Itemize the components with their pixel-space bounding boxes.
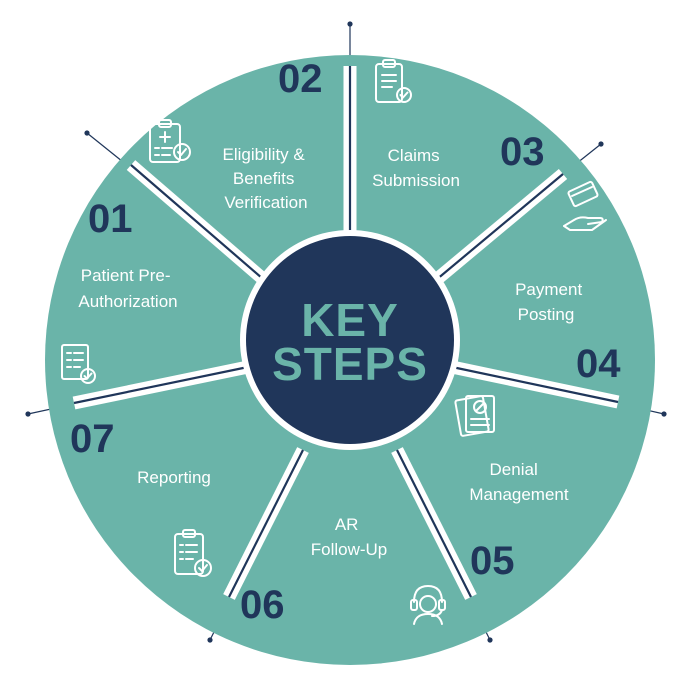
step-label-03-line: Claims xyxy=(388,146,440,165)
denied-documents-icon xyxy=(454,395,495,437)
step-label-02-line: Eligibility & xyxy=(223,145,306,164)
step-number-06: 06 xyxy=(240,583,285,627)
step-label-05: Denial Management xyxy=(469,460,569,504)
connector-dots xyxy=(25,21,667,643)
step-label-07: Reporting xyxy=(137,468,211,487)
hand-card-icon xyxy=(563,180,607,231)
step-label-03-line: Submission xyxy=(372,171,460,190)
step-label-04: Payment Posting xyxy=(515,280,587,324)
report-clipboard-icon xyxy=(174,529,212,577)
step-label-02-line: Verification xyxy=(224,193,307,212)
step-label-01: Patient Pre- Authorization xyxy=(78,266,177,311)
dot-lower-right xyxy=(487,637,493,643)
medical-clipboard-icon xyxy=(149,119,191,163)
dot-lower-left xyxy=(207,637,213,643)
center-title-line1: KEY xyxy=(301,294,399,346)
clipboard-check-icon xyxy=(375,59,412,103)
dot-top xyxy=(347,21,353,27)
center-circle xyxy=(246,236,454,444)
center-title-line2: STEPS xyxy=(272,338,428,390)
dot-left xyxy=(25,411,31,417)
step-number-01: 01 xyxy=(88,197,133,241)
step-label-05-line: Denial xyxy=(490,460,538,479)
headset-agent-icon xyxy=(410,585,446,625)
dot-upper-right xyxy=(598,141,604,147)
step-label-01-line: Authorization xyxy=(78,292,177,311)
step-number-05: 05 xyxy=(470,539,515,583)
step-label-06: AR Follow-Up xyxy=(311,515,388,559)
step-number-03: 03 xyxy=(500,130,545,174)
dot-upper-left xyxy=(84,130,90,136)
separator-accents xyxy=(73,66,619,598)
step-label-01-line: Patient Pre- xyxy=(81,266,171,285)
step-label-07-line: Reporting xyxy=(137,468,211,487)
step-label-02: Eligibility & Benefits Verification xyxy=(223,145,310,212)
dot-right xyxy=(661,411,667,417)
document-checklist-icon xyxy=(61,344,96,384)
step-label-06-line: Follow-Up xyxy=(311,540,388,559)
step-label-04-line: Posting xyxy=(518,305,575,324)
step-label-06-line: AR xyxy=(335,515,359,534)
step-label-05-line: Management xyxy=(469,485,569,504)
step-label-02-line: Benefits xyxy=(233,169,294,188)
step-label-04-line: Payment xyxy=(515,280,582,299)
step-label-03: Claims Submission xyxy=(372,146,460,190)
step-number-07: 07 xyxy=(70,417,115,461)
step-number-04: 04 xyxy=(576,342,621,386)
step-number-02: 02 xyxy=(278,57,323,101)
